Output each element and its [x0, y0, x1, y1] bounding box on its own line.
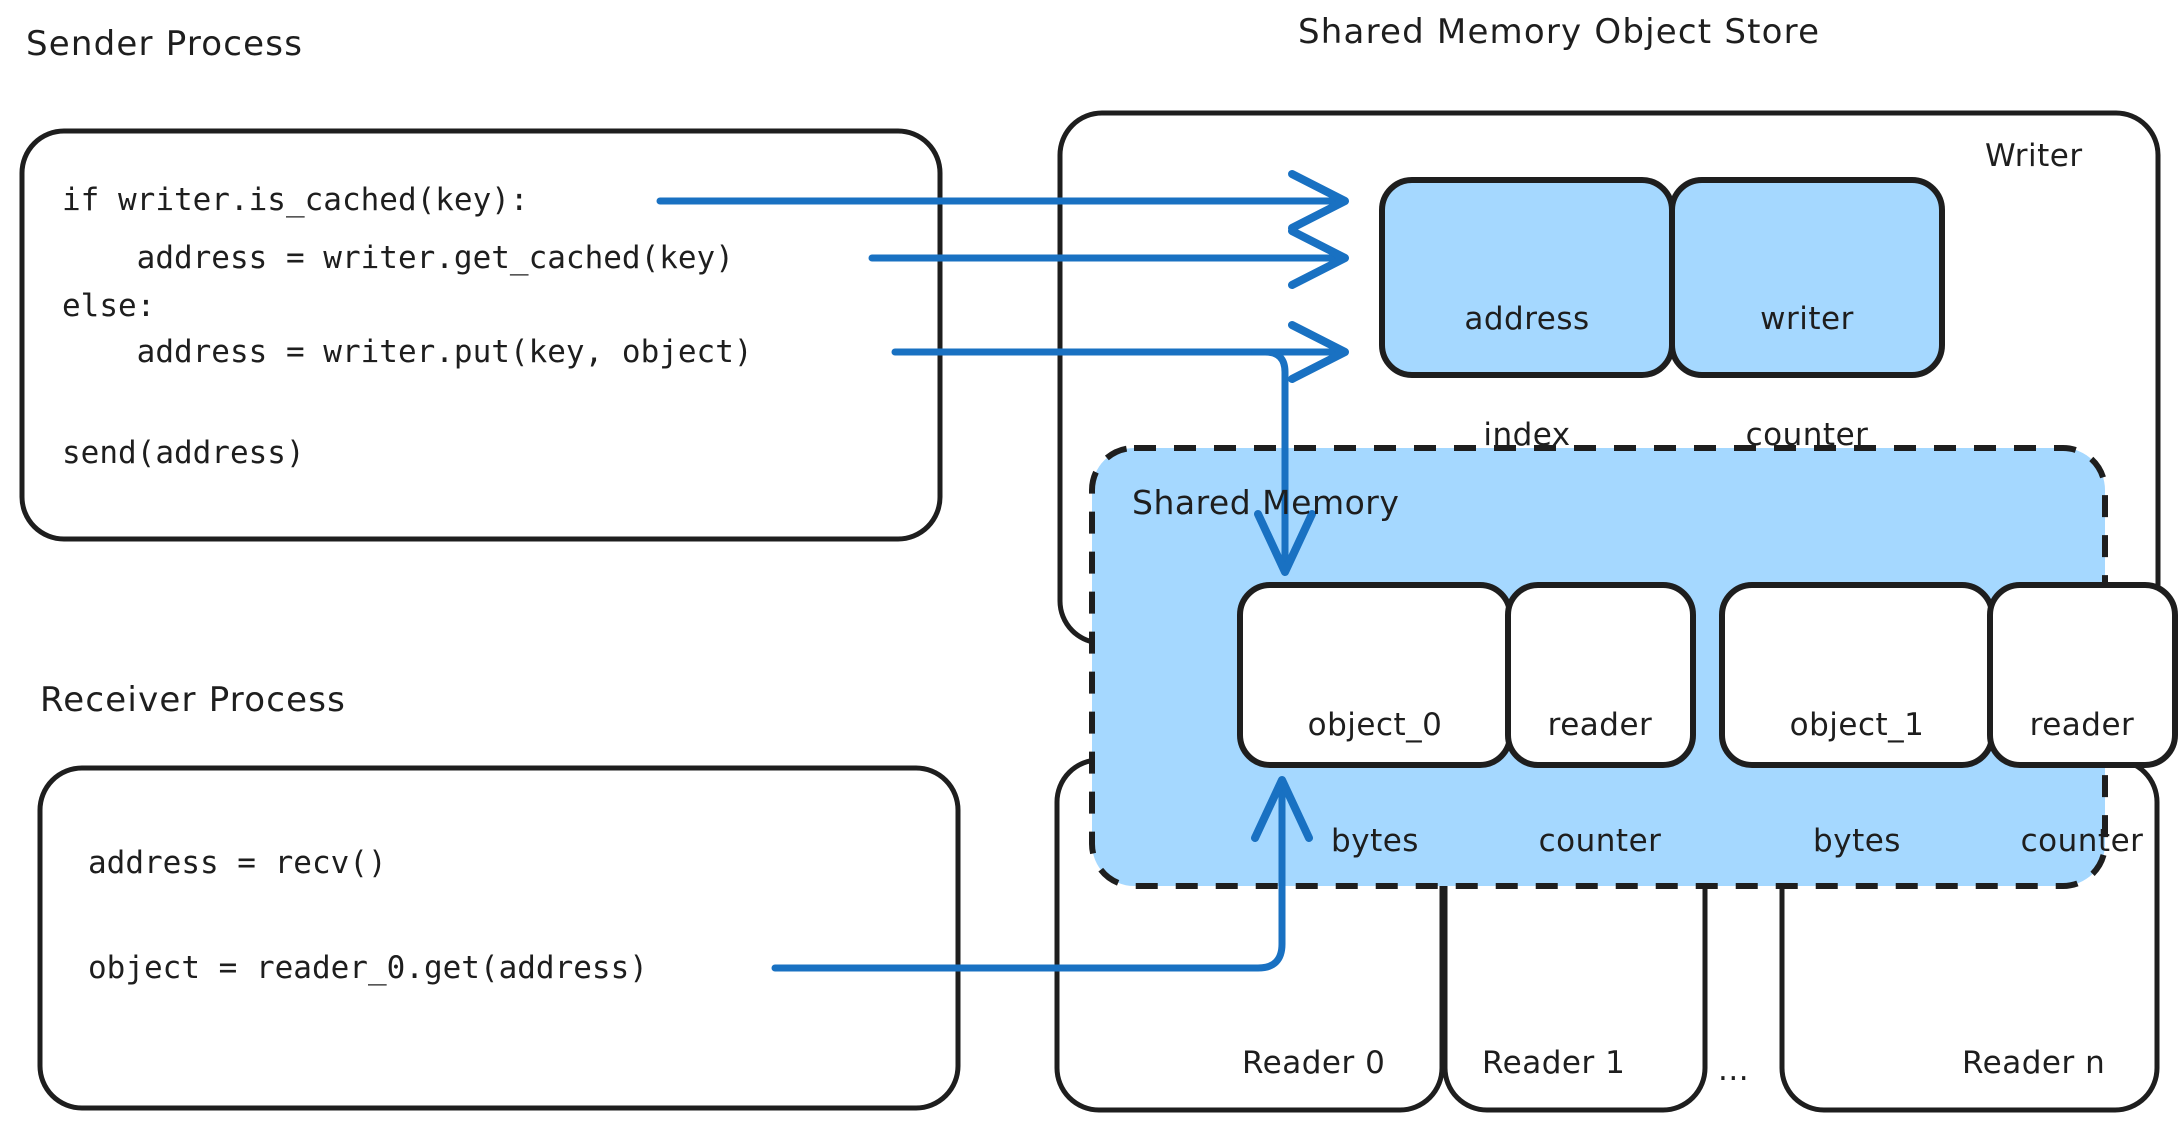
- writer-slot-writer-counter-label: writer counter: [1672, 222, 1942, 532]
- shared-memory-counter-0-box: [1505, 582, 1696, 768]
- writer-slot-address-index-line1: address: [1464, 300, 1590, 337]
- receiver-process-title: Receiver Process: [40, 680, 347, 720]
- shared-memory-object-store-title: Shared Memory Object Store: [1298, 12, 1821, 52]
- sender-code-line-5: send(address): [62, 435, 305, 471]
- shared-memory-counter-1-line1: reader: [2029, 706, 2135, 743]
- shared-memory-object-0-line1: object_0: [1307, 706, 1443, 743]
- writer-slot-address-index-line2: index: [1483, 416, 1571, 453]
- writer-slot-writer-counter-line2: counter: [1745, 416, 1869, 453]
- shared-memory-counter-0-line2: counter: [1538, 822, 1662, 859]
- reader-ellipsis: ...: [1718, 1052, 1750, 1088]
- shared-memory-object-1-label: object_1 bytes: [1722, 628, 1992, 938]
- shared-memory-counter-1-box: [1987, 582, 2178, 768]
- reader-label-0: Reader 0: [1242, 1045, 1386, 1081]
- receiver-code-line-0: address = recv(): [88, 845, 387, 881]
- shared-memory-counter-0-line1: reader: [1547, 706, 1653, 743]
- shared-memory-object-1-line2: bytes: [1813, 822, 1901, 859]
- shared-memory-counter-0-label: reader counter: [1500, 628, 1700, 938]
- writer-label: Writer: [1985, 138, 2083, 174]
- reader-label-1: Reader 1: [1482, 1045, 1626, 1081]
- shared-memory-counter-1-line2: counter: [2020, 822, 2144, 859]
- sender-code-line-2: else:: [62, 288, 156, 324]
- reader-label-n: Reader n: [1962, 1045, 2106, 1081]
- shared-memory-object-1-line1: object_1: [1789, 706, 1925, 743]
- shared-memory-counter-1-label: reader counter: [1982, 628, 2179, 938]
- shared-memory-label: Shared Memory: [1132, 483, 1400, 522]
- sender-process-box: [19, 128, 943, 542]
- writer-slot-writer-counter-box: [1669, 177, 1945, 378]
- arrow-get-cached: [868, 227, 1349, 289]
- arrow-put-to-shared-memory: [1251, 348, 1316, 576]
- sender-code-line-1: address = writer.get_cached(key): [62, 240, 734, 276]
- writer-slot-address-index-label: address index: [1382, 222, 1672, 532]
- arrow-reader-get: [771, 776, 1313, 972]
- writer-slot-writer-counter-line1: writer: [1760, 300, 1854, 337]
- sender-process-title: Sender Process: [26, 24, 304, 64]
- shared-memory-object-0-line2: bytes: [1331, 822, 1419, 859]
- shared-memory-object-0-label: object_0 bytes: [1240, 628, 1510, 938]
- receiver-code-line-2: object = reader_0.get(address): [88, 950, 648, 986]
- sender-code-line-3: address = writer.put(key, object): [62, 334, 753, 370]
- sender-code-line-0: if writer.is_cached(key):: [62, 182, 529, 218]
- receiver-process-box: [37, 765, 961, 1111]
- arrow-is-cached: [656, 170, 1349, 232]
